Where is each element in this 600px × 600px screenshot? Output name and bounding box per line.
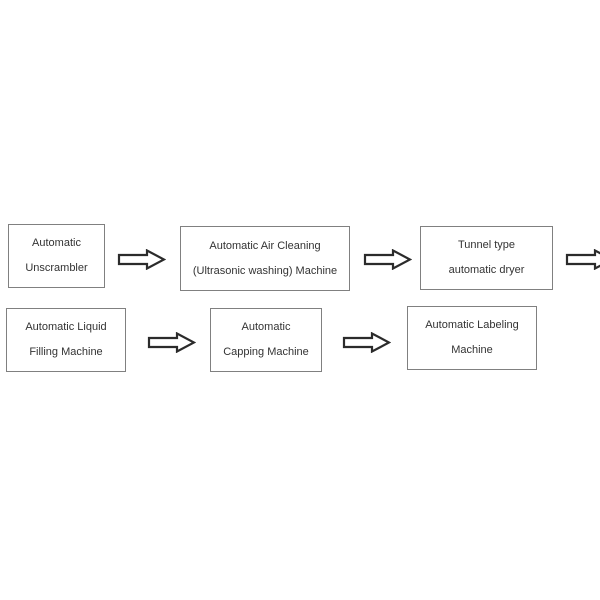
arrow-right-icon-cleaning-to-dryer: [363, 249, 412, 270]
process-box-tunnel-type-automatic-dryer[interactable]: Tunnel type automatic dryer: [420, 226, 553, 290]
box-label-line-1: Automatic Air Cleaning: [209, 239, 321, 252]
process-box-automatic-liquid-filling-machine[interactable]: Automatic Liquid Filling Machine: [6, 308, 126, 372]
arrow-right-icon-filling-to-capping: [147, 332, 196, 353]
arrow-right-icon-unscrambler-to-cleaning: [117, 249, 166, 270]
arrow-right-icon-dryer-to-next: [565, 249, 600, 270]
box-label-line-2: Machine: [451, 344, 493, 356]
box-label-line-1: Automatic: [32, 237, 81, 249]
process-box-automatic-unscrambler[interactable]: Automatic Unscrambler: [8, 224, 105, 288]
box-label-line-2: Filling Machine: [29, 346, 103, 358]
box-label-line-1: Automatic Liquid: [25, 321, 107, 333]
box-label-line-2: (Ultrasonic washing) Machine: [192, 264, 338, 277]
box-label-line-2: Unscrambler: [25, 262, 88, 274]
box-label-line-1: Tunnel type: [457, 239, 516, 251]
arrow-right-icon-capping-to-labeling: [342, 332, 391, 353]
box-label-line-1: Automatic: [241, 321, 291, 333]
box-label-line-1: Automatic Labeling: [425, 319, 519, 331]
box-label-line-2: automatic dryer: [448, 264, 525, 276]
box-label-line-2: Capping Machine: [223, 346, 309, 358]
process-box-automatic-labeling-machine[interactable]: Automatic Labeling Machine: [407, 306, 537, 370]
process-box-automatic-capping-machine[interactable]: Automatic Capping Machine: [210, 308, 322, 372]
process-box-automatic-air-cleaning[interactable]: Automatic Air Cleaning (Ultrasonic washi…: [180, 226, 350, 291]
